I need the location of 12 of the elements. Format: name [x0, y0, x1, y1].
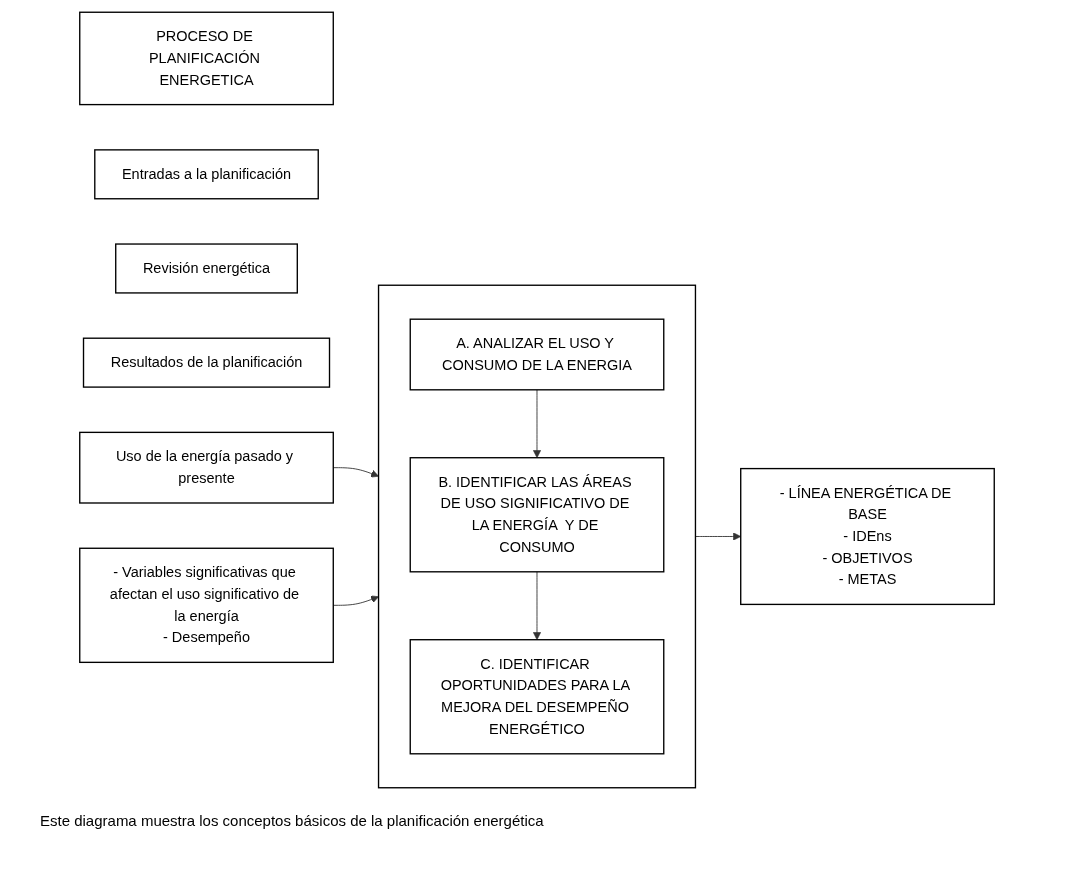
node-box: C. IDENTIFICAR OPORTUNIDADES PARA LA MEJORA DEL DESEMPEÑO ENERGÉTICO — [409, 639, 664, 755]
node-box: - Variables significativas que afectan el uso significativo de la energía - Desempeño — [78, 547, 334, 664]
cluster — [377, 284, 696, 789]
node-box: B. IDENTIFICAR LAS ÁREAS DE USO SIGNIFICATIVO DE LA ENERGÍA Y DE CONSUMO — [409, 457, 664, 573]
note-text: Este diagrama muestra los conceptos básicos de la planificación energética — [40, 812, 545, 829]
node-box: - LÍNEA ENERGÉTICA DE BASE - IDEns - OBJETIVOS - METAS — [739, 467, 995, 606]
node-box: Entradas a la planificación — [93, 149, 319, 200]
node-box: A. ANALIZAR EL USO Y CONSUMO DE LA ENERGIA — [409, 318, 664, 391]
node-box: Revisión energética — [114, 243, 298, 294]
node-box: Uso de la energía pasado y presente — [78, 431, 334, 504]
node-box: PROCESO DE PLANIFICACIÓN ENERGETICA — [78, 11, 334, 106]
node-box: Resultados de la planificación — [82, 337, 330, 388]
